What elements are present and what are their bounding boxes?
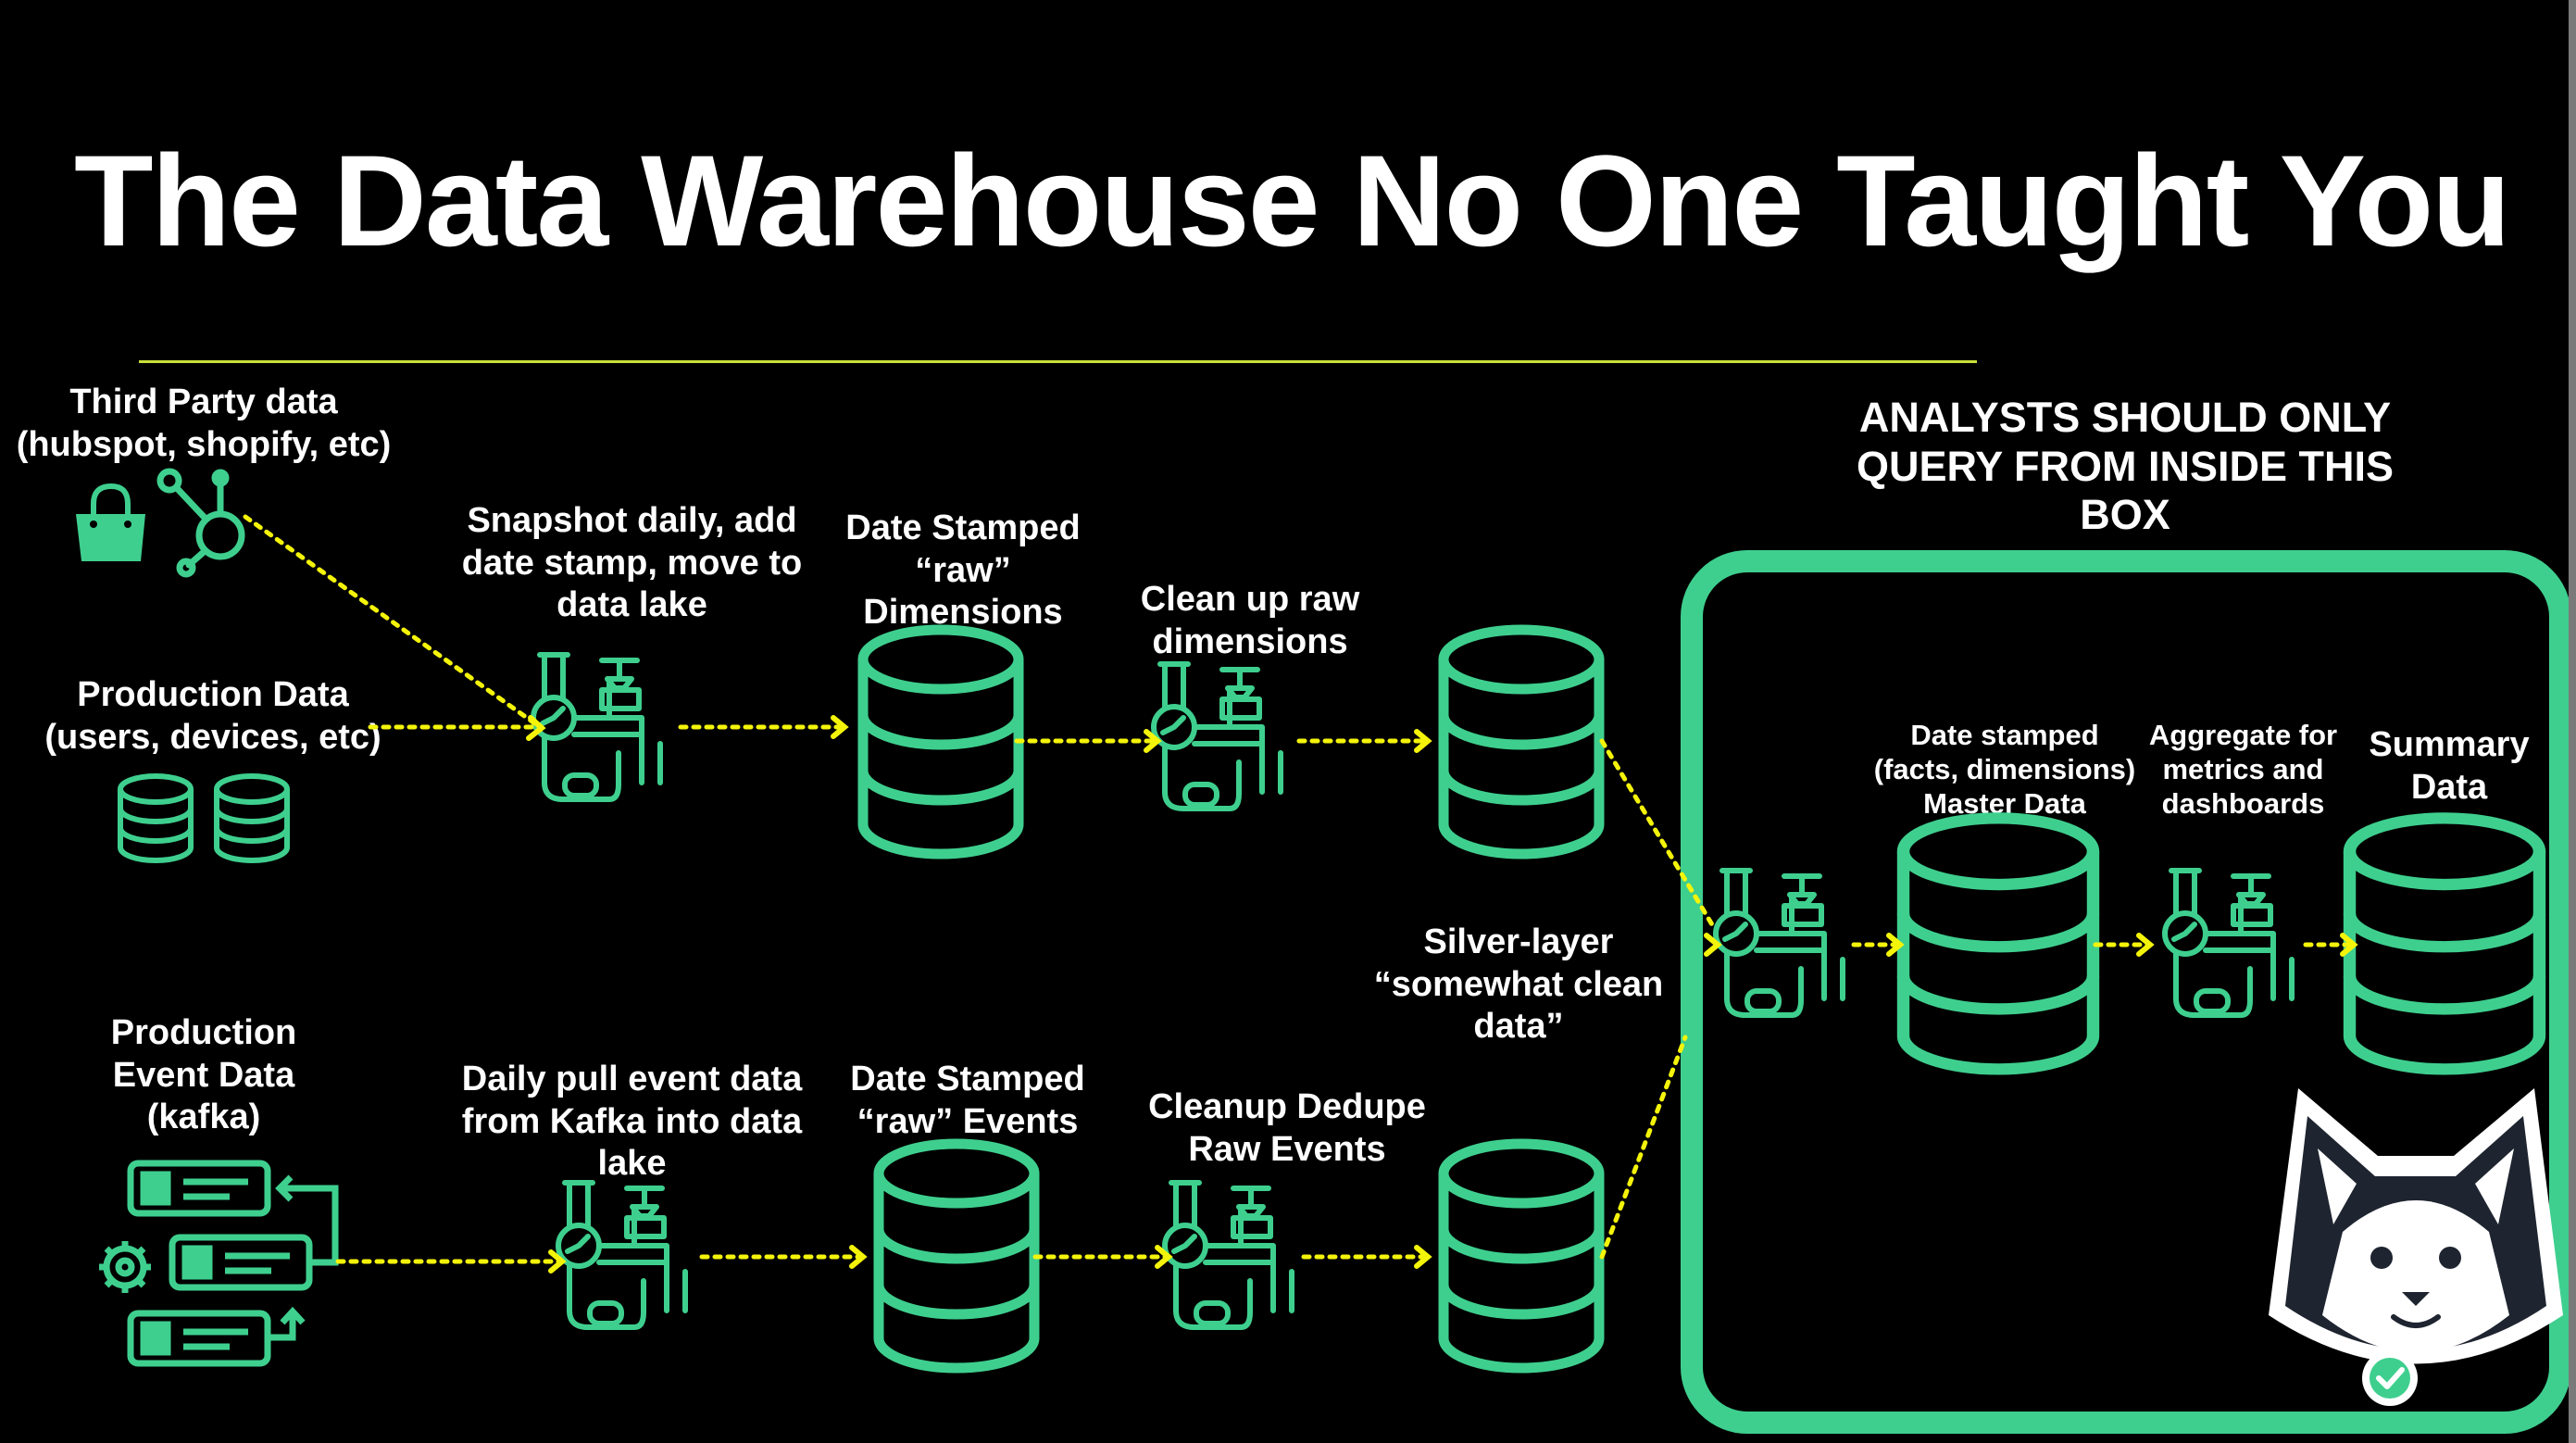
shopping-bag-icon [76, 483, 145, 561]
db-raw-dimensions [863, 630, 1019, 854]
label-raw-dimensions: Date Stamped “raw” Dimensions [845, 508, 1081, 633]
hubspot-icon [156, 468, 245, 578]
pipeline-cleanup-events-icon [1165, 1183, 1292, 1327]
analyst-note: ANALYSTS SHOULD ONLY QUERY FROM INSIDE T… [1856, 394, 2395, 539]
pipeline-clean-dims-icon [1154, 664, 1281, 809]
check-badge-icon [2362, 1350, 2418, 1406]
label-production-data: Production Data (users, devices, etc) [44, 675, 381, 757]
label-third-party: Third Party data (hubspot, shopify, etc) [16, 383, 392, 464]
label-clean-dimensions: Clean up raw dimensions [1140, 580, 1360, 661]
label-production-event: Production Event Data (kafka) [110, 1013, 297, 1137]
label-daily-pull: Daily pull event data from Kafka into da… [461, 1060, 803, 1184]
husky-mascot-icon [2269, 1088, 2563, 1364]
db-raw-events [879, 1144, 1034, 1368]
label-snapshot: Snapshot daily, add date stamp, move to … [461, 501, 803, 625]
analyst-box [1681, 550, 2571, 1434]
label-master-data: Date stamped (facts, dimensions) Master … [1873, 719, 2136, 821]
db-summary-data [2350, 818, 2540, 1069]
label-cleanup-events: Cleanup Dedupe Raw Events [1148, 1087, 1426, 1169]
label-summary: Summary Data [2369, 725, 2530, 807]
db-clean-events [1444, 1144, 1599, 1368]
title-underline [139, 360, 1977, 363]
pipeline-master-icon [1716, 871, 1843, 1015]
db-master-data [1904, 818, 2094, 1069]
pipeline-snapshot-icon [533, 655, 660, 799]
database-icon [118, 773, 290, 863]
window-edge [2569, 0, 2576, 1443]
pipeline-aggregate-icon [2165, 871, 2292, 1015]
label-raw-events: Date Stamped “raw” Events [850, 1060, 1085, 1141]
db-clean-dimensions [1444, 630, 1599, 854]
event-stream-icon [99, 1160, 339, 1367]
pipeline-daily-pull-icon [558, 1183, 685, 1327]
page-title: The Data Warehouse No One Taught You [74, 128, 2511, 273]
label-silver-layer: Silver-layer “somewhat clean data” [1373, 922, 1664, 1047]
label-aggregate: Aggregate for metrics and dashboards [2148, 719, 2338, 821]
